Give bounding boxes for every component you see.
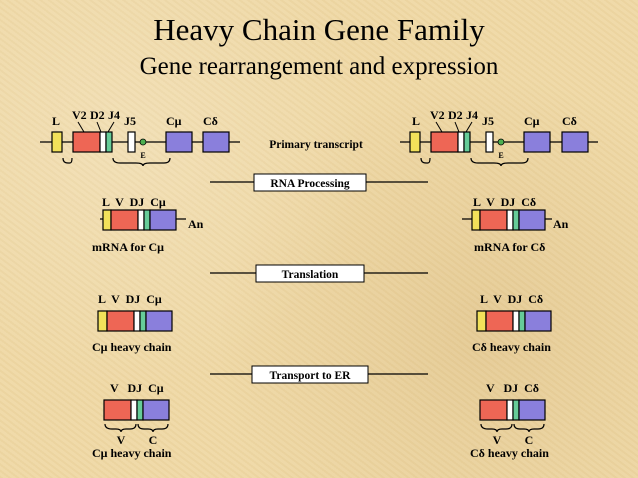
d-segment	[99, 131, 107, 153]
leader-segment	[51, 131, 63, 153]
er-chain-right: V DJ Cδ V C Cδ heavy chain	[470, 381, 549, 460]
gene-label-V2: V2	[72, 108, 87, 122]
translation-box	[255, 264, 365, 283]
j-segment	[105, 131, 113, 153]
rna-processing-label: RNA Processing	[270, 178, 350, 190]
gene-label-D2: D2	[90, 108, 105, 122]
leader-segment	[102, 209, 112, 231]
gene-label-Cdelta: Cδ	[562, 114, 577, 128]
d-segment	[457, 131, 465, 153]
cdelta-segment	[524, 310, 552, 332]
v-segment	[106, 310, 135, 332]
mrna-header: L V DJ Cμ	[102, 195, 166, 209]
j-segment	[518, 310, 526, 332]
protein-caption: Cμ heavy chain	[92, 340, 172, 354]
enhancer-dot	[497, 138, 505, 146]
protein-right: L V DJ Cδ Cδ heavy chain	[472, 292, 552, 354]
d-segment	[133, 310, 141, 332]
cmu-segment	[523, 131, 551, 153]
c-region-label: C	[149, 433, 158, 447]
gene-label-Cmu: Cμ	[524, 114, 540, 128]
mrna-caption: mRNA for Cμ	[92, 240, 164, 254]
poly-a-tail: An	[553, 217, 569, 231]
transport-box	[251, 365, 369, 384]
cmu-segment	[145, 310, 173, 332]
er-header: V DJ Cδ	[486, 381, 539, 395]
gene-label-L: L	[52, 114, 60, 128]
j-segment	[136, 399, 144, 421]
cdelta-segment	[518, 209, 546, 231]
poly-a-tail: An	[188, 217, 204, 231]
leader-segment	[409, 131, 421, 153]
genomic-locus-left: L V2 D2 J4 J5 Cμ Cδ E	[40, 108, 240, 167]
v-segment	[110, 209, 139, 231]
enhancer-label: E	[498, 151, 503, 160]
cmu-segment	[149, 209, 177, 231]
er-caption: Cδ heavy chain	[470, 446, 549, 460]
rna-processing-box	[253, 173, 367, 192]
d-segment	[506, 399, 514, 421]
gene-label-J5: J5	[482, 114, 494, 128]
c-region-label: C	[525, 433, 534, 447]
gene-label-J5: J5	[124, 114, 136, 128]
enhancer-dot	[139, 138, 147, 146]
cdelta-segment	[518, 399, 546, 421]
gene-label-Cmu: Cμ	[166, 114, 182, 128]
v-segment	[72, 131, 101, 153]
v-segment	[485, 310, 514, 332]
mrna-left: L V DJ Cμ An mRNA for Cμ	[92, 195, 204, 254]
page-title: Heavy Chain Gene Family	[153, 12, 485, 47]
cmu-segment	[165, 131, 193, 153]
gene-label-Cdelta: Cδ	[203, 114, 218, 128]
genomic-locus-right: L V2 D2 J4 J5 Cμ Cδ E	[400, 108, 598, 167]
leader-segment	[97, 310, 108, 332]
j-segment	[512, 209, 520, 231]
j-segment	[463, 131, 471, 153]
j-segment	[143, 209, 151, 231]
translation-label: Translation	[282, 269, 339, 281]
cdelta-segment	[202, 131, 230, 153]
j5-segment	[485, 131, 494, 153]
transport-label: Transport to ER	[270, 370, 352, 382]
v-segment	[479, 209, 508, 231]
enhancer-label: E	[140, 151, 145, 160]
protein-header: L V DJ Cμ	[98, 292, 162, 306]
gene-label-V2: V2	[430, 108, 445, 122]
protein-caption: Cδ heavy chain	[472, 340, 551, 354]
v-region-label: V	[117, 433, 126, 447]
d-segment	[130, 399, 138, 421]
er-header: V DJ Cμ	[110, 381, 164, 395]
er-caption: Cμ heavy chain	[92, 446, 172, 460]
gene-label-J4: J4	[108, 108, 120, 122]
v-segment	[479, 399, 508, 421]
j5-segment	[127, 131, 136, 153]
protein-header: L V DJ Cδ	[480, 292, 543, 306]
v-segment	[103, 399, 132, 421]
leader-segment	[471, 209, 481, 231]
gene-label-J4: J4	[466, 108, 478, 122]
cmu-segment	[142, 399, 170, 421]
j-segment	[512, 399, 520, 421]
gene-label-L: L	[412, 114, 420, 128]
mrna-header: L V DJ Cδ	[473, 195, 536, 209]
gene-label-D2: D2	[448, 108, 463, 122]
primary-transcript-label: Primary transcript	[269, 139, 363, 151]
cdelta-segment	[561, 131, 589, 153]
d-segment	[137, 209, 145, 231]
d-segment	[506, 209, 514, 231]
d-segment	[512, 310, 520, 332]
page-subtitle: Gene rearrangement and expression	[140, 53, 499, 80]
v-segment	[430, 131, 459, 153]
leader-segment	[476, 310, 487, 332]
v-region-label: V	[493, 433, 502, 447]
er-chain-left: V DJ Cμ V C Cμ heavy chain	[92, 381, 172, 460]
j-segment	[139, 310, 147, 332]
mrna-caption: mRNA for Cδ	[474, 240, 545, 254]
mrna-right: L V DJ Cδ An mRNA for Cδ	[462, 195, 569, 254]
protein-left: L V DJ Cμ Cμ heavy chain	[92, 292, 173, 354]
